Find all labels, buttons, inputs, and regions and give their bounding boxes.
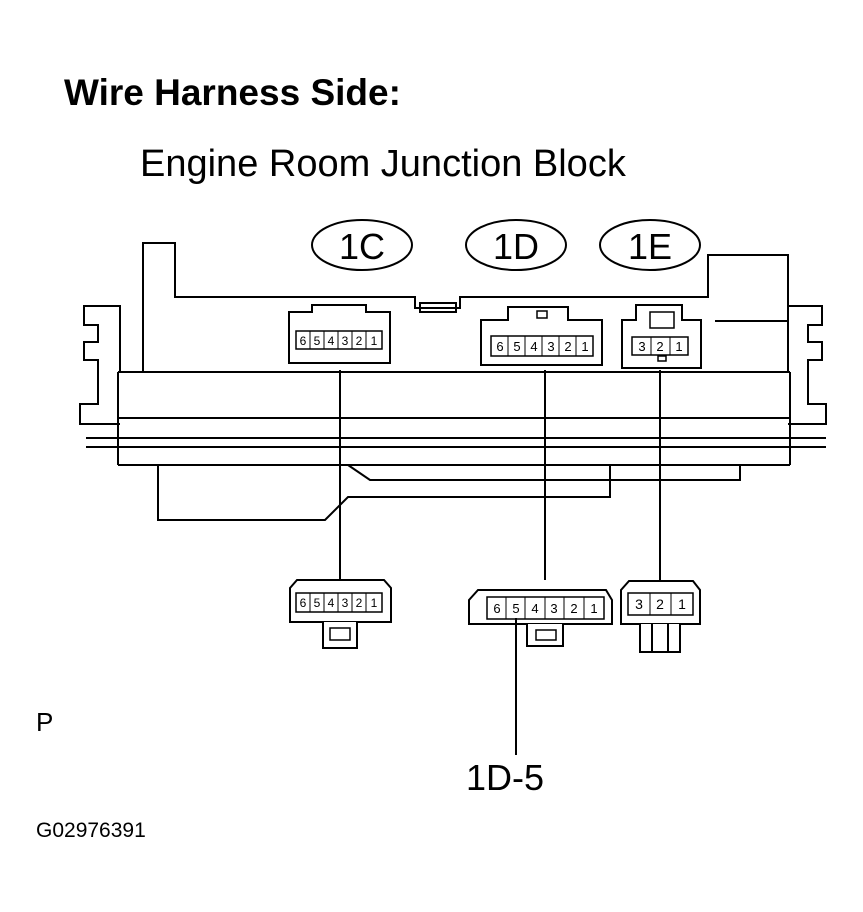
pin-label: 3 [547, 339, 554, 354]
connector-id-ellipse-1c [311, 219, 413, 271]
junction-block-body [79, 242, 827, 521]
block-connector-1e [621, 304, 702, 369]
harness-connector-1c [289, 579, 392, 649]
pin-label: 1 [371, 334, 378, 348]
connector-id-labels: 1C 1D 1E [311, 219, 701, 271]
pin-label: 6 [300, 596, 307, 610]
pin-label: 1 [675, 339, 682, 354]
pin-label: 1 [678, 596, 686, 612]
pin-label: 6 [300, 334, 307, 348]
connector-id-1e: 1E [628, 226, 672, 267]
pin-label: 1 [581, 339, 588, 354]
block-connector-1c-pins: 6 5 4 3 2 1 [300, 331, 378, 349]
footer-letter: P [36, 707, 54, 737]
pin-label: 5 [314, 596, 321, 610]
connector-id-ellipse-1e [599, 219, 701, 271]
pin-label: 6 [496, 339, 503, 354]
pin-label: 3 [342, 596, 349, 610]
pin-label: 3 [342, 334, 349, 348]
page-heading: Wire Harness Side: [64, 72, 401, 113]
harness-connector-1d [468, 589, 613, 647]
block-connector-1c [288, 304, 391, 364]
pin-label: 1 [590, 601, 597, 616]
pin-label: 2 [656, 596, 664, 612]
pin-label: 2 [656, 339, 663, 354]
block-title: Engine Room Junction Block [140, 143, 626, 185]
connector-id-1c: 1C [339, 226, 385, 267]
pin-label: 4 [328, 334, 335, 348]
pin-label: 2 [356, 596, 363, 610]
pin-label: 4 [531, 601, 538, 616]
pin-label: 1 [371, 596, 378, 610]
block-connector-1e-pins: 3 2 1 [638, 337, 683, 355]
pin-label: 5 [513, 339, 520, 354]
pin-label: 2 [356, 334, 363, 348]
pin-label: 2 [570, 601, 577, 616]
pin-label-1d-5: 5 [512, 601, 519, 616]
pin-label: 3 [635, 596, 643, 612]
pin-label: 3 [550, 601, 557, 616]
pin-label: 6 [493, 601, 500, 616]
pin-label: 4 [328, 596, 335, 610]
pin-label: 2 [564, 339, 571, 354]
harness-connector-1e-pins: 3 2 1 [635, 593, 686, 615]
figure-code: G02976391 [36, 819, 146, 842]
block-connector-1d-pins: 6 5 4 3 2 1 [496, 336, 589, 356]
harness-connector-1c-pins: 6 5 4 3 2 1 [300, 593, 378, 612]
callout-label-1d-5: 1D-5 [466, 757, 545, 798]
pin-label: 4 [530, 339, 537, 354]
pin-label: 3 [638, 339, 645, 354]
harness-connector-1d-pins: 6 5 4 3 2 1 [493, 597, 598, 619]
pin-label: 5 [314, 334, 321, 348]
connector-id-1d: 1D [493, 226, 539, 267]
harness-connector-1e [620, 580, 701, 653]
connector-id-ellipse-1d [465, 219, 567, 271]
leader-lines [339, 370, 661, 580]
